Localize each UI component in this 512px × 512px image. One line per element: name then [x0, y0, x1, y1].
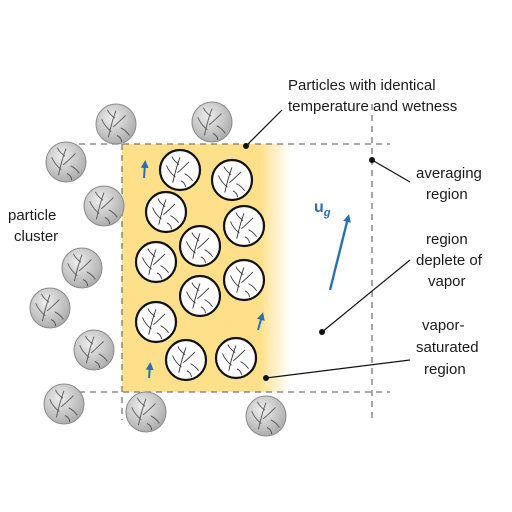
outer-particle: [73, 329, 115, 371]
outer-particle: [29, 287, 71, 329]
averaging-region-bounds: [68, 104, 390, 422]
outer-particle: [45, 141, 87, 183]
saturated-region-label-line1: vapor-: [422, 317, 465, 334]
averaging-region-label-line1: averaging: [416, 165, 482, 182]
outer-particle: [191, 101, 233, 143]
leader-lines: [245, 109, 411, 379]
cluster-particles: [134, 148, 266, 382]
outer-particle: [245, 395, 287, 437]
depleted-region-label-line3: vapor: [428, 273, 466, 290]
local-flow-arrows: [140, 160, 265, 379]
cluster-particle: [164, 338, 208, 382]
identical-particles-label-line2: temperature and wetness: [288, 98, 457, 115]
outer-particles: [29, 101, 287, 437]
cluster-particle: [178, 224, 222, 268]
cluster-particle: [210, 158, 254, 202]
outer-particle: [43, 383, 85, 425]
outer-particle: [125, 391, 167, 433]
cluster-particle: [144, 190, 188, 234]
cluster-particle: [178, 274, 222, 318]
gas-velocity-arrow: [328, 214, 351, 291]
gas-velocity-label: ug: [314, 199, 331, 219]
leader-dots: [243, 143, 375, 381]
saturated-region-label-line3: region: [424, 361, 466, 378]
outer-particle: [61, 247, 103, 289]
depleted-region-label-line2: deplete of: [416, 252, 483, 269]
cluster-particle: [134, 300, 178, 344]
particle-cluster-label-line2: cluster: [14, 228, 58, 245]
cluster-particle: [222, 258, 266, 302]
saturated-region-label-line2: saturated: [416, 339, 479, 356]
cluster-particle: [214, 336, 258, 380]
outer-particle: [83, 185, 125, 227]
depleted-region-label-line1: region: [426, 231, 468, 248]
cluster-particle: [158, 148, 202, 192]
particle-cluster-label-line1: particle: [8, 207, 56, 224]
outer-particle: [95, 103, 137, 145]
identical-particles-label-line1: Particles with identical: [288, 77, 436, 94]
cluster-particle: [222, 204, 266, 248]
cluster-particle: [134, 240, 178, 284]
averaging-region-label-line2: region: [426, 186, 468, 203]
